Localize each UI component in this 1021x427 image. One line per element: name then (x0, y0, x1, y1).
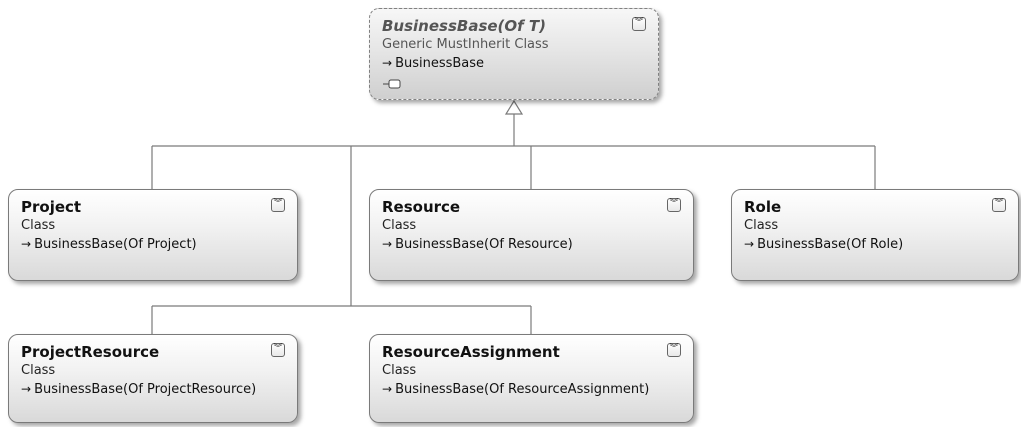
inherit-arrow-icon: → (744, 237, 755, 251)
inherit-arrow-icon: → (382, 237, 393, 251)
class-kind: Class (744, 218, 779, 233)
inherits-line: →BusinessBase(Of Resource) (382, 235, 681, 254)
class-name: ProjectResource (21, 343, 160, 361)
double-chevron-down-icon[interactable]: ︾ (632, 17, 646, 31)
inherits-label: BusinessBase(Of Project) (34, 237, 197, 252)
double-chevron-down-icon[interactable]: ︾ (992, 198, 1006, 212)
class-name: Role (744, 198, 782, 216)
inherits-label: BusinessBase(Of ProjectResource) (34, 382, 257, 397)
class-box-resource[interactable]: Resource Class →BusinessBase(Of Resource… (369, 189, 694, 281)
inherits-line: →BusinessBase(Of Project) (21, 235, 285, 254)
class-box-projectresource[interactable]: ProjectResource Class →BusinessBase(Of P… (8, 334, 298, 423)
inherits-label: BusinessBase (395, 56, 485, 71)
interface-lollipop-icon (382, 74, 646, 89)
inherit-arrow-icon: → (21, 237, 32, 251)
inherits-line: →BusinessBase(Of ResourceAssignment) (382, 380, 681, 399)
inherit-arrow-icon: → (21, 382, 32, 396)
inherits-label: BusinessBase(Of ResourceAssignment) (395, 382, 650, 397)
class-name: Project (21, 198, 82, 216)
double-chevron-down-icon[interactable]: ︾ (667, 198, 681, 212)
inherit-arrow-icon: → (382, 382, 393, 396)
class-kind: Class (21, 218, 56, 233)
class-box-project[interactable]: Project Class →BusinessBase(Of Project) … (8, 189, 298, 281)
class-name: Resource (382, 198, 461, 216)
class-box-role[interactable]: Role Class →BusinessBase(Of Role) ︾ (731, 189, 1019, 281)
class-kind: Class (382, 363, 417, 378)
class-name: ResourceAssignment (382, 343, 560, 361)
class-box-resourceassignment[interactable]: ResourceAssignment Class →BusinessBase(O… (369, 334, 694, 423)
class-kind: Generic MustInherit Class (382, 37, 549, 52)
inherits-line: →BusinessBase(Of Role) (744, 235, 1006, 254)
inherits-label: BusinessBase(Of Role) (757, 237, 904, 252)
class-box-businessbase[interactable]: BusinessBase(Of T) Generic MustInherit C… (369, 8, 659, 100)
class-name: BusinessBase(Of T) (382, 17, 546, 35)
double-chevron-down-icon[interactable]: ︾ (271, 343, 285, 357)
inherits-label: BusinessBase(Of Resource) (395, 237, 573, 252)
inherit-arrow-icon: → (382, 56, 393, 70)
double-chevron-down-icon[interactable]: ︾ (271, 198, 285, 212)
inheritance-arrowhead (504, 99, 524, 115)
class-kind: Class (21, 363, 56, 378)
inherits-line: →BusinessBase(Of ProjectResource) (21, 380, 285, 399)
class-kind: Class (382, 218, 417, 233)
inherits-line: →BusinessBase (382, 54, 646, 73)
double-chevron-down-icon[interactable]: ︾ (667, 343, 681, 357)
